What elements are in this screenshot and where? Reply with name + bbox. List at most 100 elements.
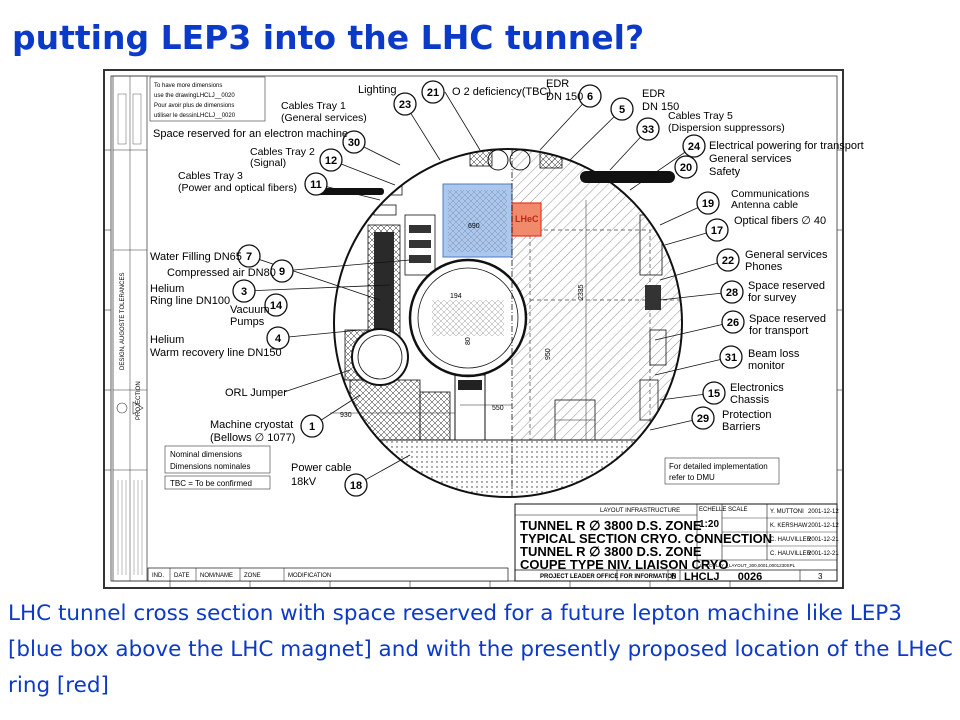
callout-15: 15: [702, 381, 726, 405]
left-support-bar: [316, 188, 384, 195]
nominal-2: Dimensions nominales: [170, 462, 250, 471]
right-support-bar: [580, 171, 675, 183]
callout-26: 26: [721, 310, 745, 334]
note-line-4: utiliser le dessinLHCLJ__0020: [154, 113, 236, 119]
label-machine-cryostat: Machine cryostat: [210, 419, 293, 431]
tb-drawing-no: LHCLJ___0026: [684, 571, 762, 583]
label-water-filling: Water Filling DN65: [150, 251, 242, 263]
label-electronics-1: Electronics: [730, 382, 784, 394]
detail-1: For detailed implementation: [669, 462, 768, 471]
label-qrl-jumper: ORL Jumper: [225, 387, 287, 399]
label-tray3b: (Power and optical fibers): [178, 182, 297, 194]
label-tray1: Cables Tray 1: [281, 100, 346, 112]
tb-date-3: 2001-12-21: [808, 537, 839, 543]
detailed-implementation-box: For detailed implementation refer to DMU: [664, 457, 780, 485]
tb-date-4: 2001-12-21: [808, 551, 839, 557]
label-protection-1: Protection: [722, 409, 772, 421]
revision-row: IND. DATE NOM/NAME ZONE MODIFICATION: [147, 567, 509, 582]
svg-text:7: 7: [246, 251, 252, 263]
label-protection-2: Barriers: [722, 421, 761, 433]
label-18kv: 18kV: [291, 476, 317, 488]
svg-text:3: 3: [241, 286, 247, 298]
label-pumps: Pumps: [230, 316, 265, 328]
label-communications: Communications: [731, 188, 809, 200]
label-tray5b: (Dispersion suppressors): [668, 122, 785, 134]
dim-950: 950: [545, 348, 552, 360]
callout-17: 17: [705, 218, 729, 242]
svg-text:1: 1: [309, 421, 315, 433]
tb-person-4: C. HAUVILLER: [770, 551, 812, 557]
svg-text:33: 33: [642, 124, 654, 136]
svg-text:23: 23: [399, 99, 411, 111]
label-optical-fibers: Optical fibers ∅ 40: [734, 215, 826, 227]
callout-20: 20: [674, 155, 698, 179]
svg-text:26: 26: [727, 317, 739, 329]
tbc-note: TBC = To be confirmed: [170, 479, 252, 488]
svg-text:22: 22: [722, 255, 734, 267]
svg-text:29: 29: [697, 413, 709, 425]
callout-31: 31: [719, 345, 743, 369]
tb-line-3: TUNNEL R ∅ 3800 D.S. ZONE: [520, 544, 702, 559]
tb-line-1: TUNNEL R ∅ 3800 D.S. ZONE: [520, 518, 702, 533]
label-tray3: Cables Tray 3: [178, 170, 243, 182]
svg-text:31: 31: [725, 352, 737, 364]
label-lighting: Lighting: [358, 84, 397, 96]
tb-person-3: C. HAUVILLER: [770, 537, 812, 543]
tb-scale: 1:20: [699, 519, 719, 530]
label-space-transport-2: for transport: [749, 325, 808, 337]
svg-text:21: 21: [427, 87, 439, 99]
label-warm-recovery: Warm recovery line DN150: [150, 347, 282, 359]
svg-text:15: 15: [708, 388, 720, 400]
callout-23: 23: [393, 92, 417, 116]
svg-text:19: 19: [702, 198, 714, 210]
label-electron-machine: Space reserved for an electron machine: [153, 128, 348, 140]
label-bellows: (Bellows ∅ 1077): [210, 432, 295, 444]
dim-80: 80: [465, 337, 472, 345]
detail-2: refer to DMU: [669, 473, 715, 482]
tb-date-2: 2001-12-12: [808, 523, 839, 529]
callout-11: 11: [304, 172, 328, 196]
callout-19: 19: [696, 191, 720, 215]
callout-4: 4: [266, 326, 290, 350]
dim-930: 930: [340, 412, 352, 419]
note-line-3: Pour avoir plus de dimensions: [154, 103, 234, 109]
label-space-transport-1: Space reserved: [749, 313, 826, 325]
callouts: 21 23 6 5 30 12 11 33 24 20 19 17 7 9 3 …: [232, 80, 745, 497]
tb-date-1: 2001-12-12: [808, 509, 839, 515]
callout-21: 21: [421, 80, 445, 104]
label-edr1b: DN 150: [546, 91, 583, 103]
note-line-1: To have more dimensions: [154, 83, 222, 89]
label-beam-loss-1: Beam loss: [748, 348, 800, 360]
dim-690: 690: [468, 223, 480, 230]
callout-14: 14: [264, 293, 288, 317]
svg-text:4: 4: [275, 333, 282, 345]
lhec-label: LHeC: [515, 214, 539, 224]
label-general-services: General services: [709, 153, 792, 165]
label-vacuum: Vacuum: [230, 304, 270, 316]
dim-550: 550: [492, 405, 504, 412]
label-space-survey-1: Space reserved: [748, 280, 825, 292]
callout-24: 24: [682, 134, 706, 158]
label-o2: O 2 deficiency(TBC): [452, 86, 551, 98]
label-power-cable: Power cable: [291, 462, 352, 474]
callout-3: 3: [232, 279, 256, 303]
callout-28: 28: [720, 280, 744, 304]
label-phones: Phones: [745, 261, 783, 273]
tb-plo: PROJECT LEADER OFFICE: [540, 574, 618, 580]
dim-2335: 2335: [578, 284, 585, 300]
callout-6: 6: [578, 84, 602, 108]
svg-text:11: 11: [310, 179, 322, 191]
label-edr2b: DN 150: [642, 101, 679, 113]
tb-layout-file: LHCCOLAY__LAYOUT_300,0001,0001230SPL: [700, 563, 796, 568]
dimensions: 690 2335 194 80 950 550 930: [330, 200, 587, 440]
tb-scale-label: ECHELLE SCALE: [699, 507, 748, 513]
tb-header: LAYOUT INFRASTRUCTURE: [600, 508, 680, 514]
callout-33: 33: [636, 117, 660, 141]
callout-22: 22: [716, 248, 740, 272]
tb-person-1: Y. MUTTONI: [770, 509, 804, 515]
svg-text:20: 20: [680, 162, 692, 174]
callout-12: 12: [319, 148, 343, 172]
callout-29: 29: [691, 406, 715, 430]
callout-5: 5: [610, 97, 634, 121]
label-space-survey-2: for survey: [748, 292, 797, 304]
